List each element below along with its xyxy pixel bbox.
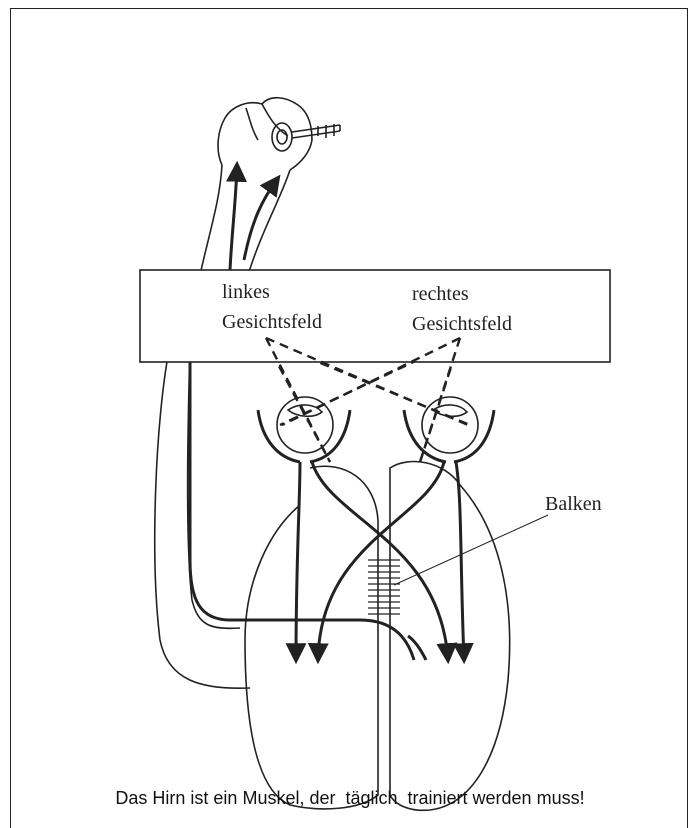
optic-pathways (296, 462, 464, 660)
arm-outline (155, 165, 290, 688)
hand-holding-key-icon (218, 98, 340, 170)
balken-structure (368, 560, 400, 614)
left-field-label-line2: Gesichtsfeld (222, 311, 322, 333)
right-hemisphere (390, 462, 510, 811)
left-field-label-line1: linkes (222, 281, 270, 303)
visual-field-box (140, 270, 610, 362)
right-field-label-line1: rechtes (412, 283, 469, 305)
caption: Das Hirn ist ein Muskel, der täglich tra… (0, 788, 700, 809)
eye-icon (404, 397, 494, 462)
right-field-label-line2: Gesichtsfeld (412, 313, 512, 335)
eye-icon (258, 397, 350, 462)
brain-hemispheres (245, 462, 510, 811)
balken-label: Balken (545, 493, 602, 515)
